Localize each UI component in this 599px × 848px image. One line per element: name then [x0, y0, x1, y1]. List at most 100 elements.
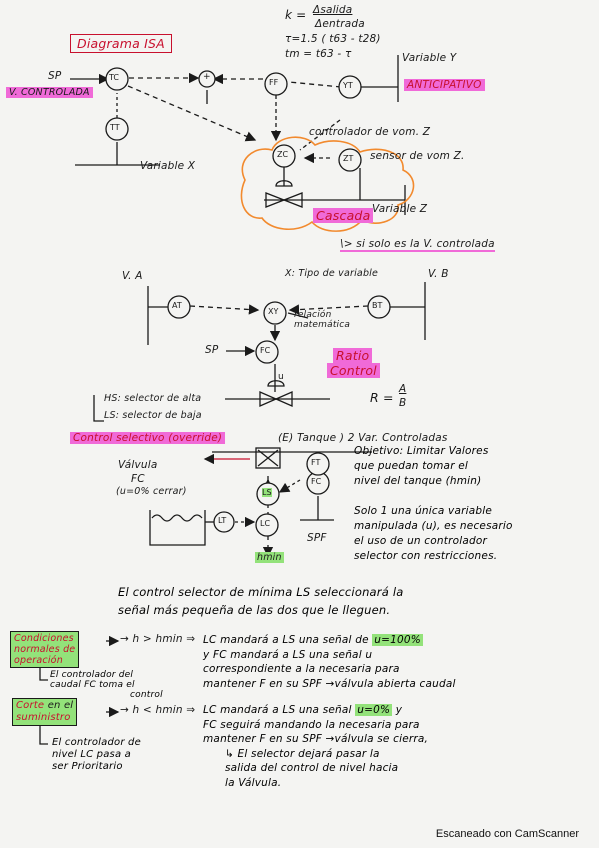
camscanner-footer: Escaneado con CamScanner	[435, 828, 579, 840]
v-controlada-label: V. CONTROLADA	[6, 87, 93, 98]
cond-note-line: caudal FC toma el	[50, 680, 135, 690]
corte-text-line: LC mandará a LS una señal	[203, 704, 352, 716]
valvula-label-2: FC	[131, 473, 145, 485]
formula-k-denominator: Δentrada	[315, 18, 365, 30]
objetivo-line	[354, 489, 513, 504]
vb-label: V. B	[428, 268, 449, 280]
override-diagram-lines	[93, 395, 372, 558]
variable-y-label: Variable Y	[402, 52, 457, 64]
tank-symbol	[149, 510, 206, 546]
isa-diagram-lines	[70, 55, 406, 215]
corte-text-line: ↳ El selector dejará pasar la	[225, 747, 380, 760]
cond-note-line: El controlador del	[50, 670, 134, 680]
corte-box-word: en el	[47, 700, 74, 711]
corte-box-word: suministro	[16, 712, 71, 723]
tt-tag: TT	[110, 123, 120, 132]
corte-text-line: mantener F en su SPF →válvula se cierra,	[203, 733, 429, 745]
cond-note-line: control	[130, 690, 163, 700]
condiciones-line: normales de	[14, 644, 76, 655]
formula-r-numerator: A	[399, 383, 407, 395]
valve-symbol-3	[255, 447, 281, 469]
objetivo-line: el uso de un controlador	[354, 535, 487, 547]
yt-tag: YT	[343, 81, 353, 90]
cascade-cloud	[240, 136, 415, 232]
bt-tag: BT	[372, 301, 383, 310]
override-subtitle: (E) Tanque ) 2 Var. Controladas	[278, 432, 448, 444]
isa-title: Diagrama ISA	[70, 34, 172, 53]
corte-box-word: Corte	[16, 700, 45, 711]
objetivo-block: Objetivo: Limitar Valores que puedan tom…	[354, 444, 513, 564]
cascada-note: \> si solo es la V. controlada	[340, 238, 495, 252]
formula-k-numerator: Δsalida	[313, 4, 353, 16]
lc-tag: LC	[260, 519, 271, 528]
ft-bubble	[306, 452, 330, 476]
va-label: V. A	[122, 270, 143, 282]
corte-note-line: El controlador de	[52, 737, 141, 748]
objetivo-line: nivel del tanque (hmin)	[354, 475, 482, 487]
condiciones-line: operación	[14, 655, 63, 666]
valvula-label-1: Válvula	[118, 459, 158, 471]
fc-tag-ratio: FC	[260, 346, 271, 355]
selector-paragraph: El control selector de mínima LS selecci…	[118, 583, 403, 619]
corte-text-line: la Válvula.	[225, 776, 282, 789]
yt-bubble	[338, 75, 362, 99]
ratio-label-2: Control	[327, 363, 380, 378]
hmin-label: hmin	[255, 552, 284, 563]
corte-text-line: salida del control de nivel hacia	[225, 762, 399, 774]
ls-note: LS: selector de baja	[104, 410, 202, 421]
at-tag: AT	[172, 301, 182, 310]
objetivo-line: manipulada (u), es necesario	[354, 520, 513, 532]
corte-note-line: ser Prioritario	[52, 761, 123, 772]
tt-bubble	[105, 117, 129, 141]
zt-bubble	[338, 148, 362, 172]
objetivo-line: selector con restricciones.	[354, 550, 498, 562]
sum-junction	[198, 70, 216, 88]
formula-k-label: k =	[285, 8, 307, 22]
fc-bubble-ratio	[255, 340, 279, 364]
cond-highlight: u=100%	[372, 634, 423, 646]
u-tag-ratio: u	[278, 372, 284, 382]
corte-text-line: FC seguirá mandando la necesaria para	[203, 718, 420, 731]
lt-bubble	[213, 511, 235, 533]
cond-expression: → h > hmin ⇒	[120, 633, 196, 645]
corte-note: El controlador de nivel LC pasa a ser Pr…	[52, 737, 141, 773]
cond-note: El controlador del caudal FC toma el con…	[50, 670, 163, 700]
ls-tag: LS	[262, 488, 272, 497]
zc-tag: ZC	[277, 150, 289, 159]
cond-text: LC mandará a LS una señal de u=100% y FC…	[203, 633, 456, 691]
corte-note-line: nivel LC pasa a	[52, 749, 131, 760]
paragraph-line: señal más pequeña de las dos que le lleg…	[118, 603, 391, 617]
formula-r-label: R =	[370, 390, 394, 405]
valvula-label-3: (u=0% cerrar)	[116, 486, 187, 497]
spf-label: SPF	[307, 532, 327, 544]
corte-expression: → h < hmin ⇒	[120, 704, 196, 716]
valve-symbol-1	[265, 180, 303, 208]
objetivo-line: Objetivo: Limitar Valores	[354, 445, 489, 457]
lt-tag: LT	[218, 516, 227, 525]
xy-tag: XY	[268, 307, 279, 316]
sum-tag: +	[203, 72, 211, 82]
fc-tag-override: FC	[311, 477, 322, 486]
condiciones-line: Condiciones	[14, 633, 74, 644]
xy-bubble	[263, 301, 287, 325]
corte-y: y	[395, 704, 403, 716]
valve-symbol-2	[259, 380, 293, 407]
ft-tag: FT	[311, 458, 321, 467]
sp-label-2: SP	[205, 344, 219, 356]
hs-note: HS: selector de alta	[104, 393, 202, 404]
objetivo-line: que puedan tomar el	[354, 460, 469, 472]
ff-tag: FF	[269, 78, 279, 87]
corte-box: Corte en el suministro	[12, 698, 78, 726]
cond-text-line: mantener F en su SPF →válvula abierta ca…	[203, 677, 456, 690]
cascada-label: Cascada	[313, 208, 374, 223]
formula-tau: τ=1.5 ( t63 - t28)	[285, 33, 381, 45]
controlador-z-label: controlador de vom. Z	[309, 126, 431, 138]
corte-text: LC mandará a LS una señal u=0% y FC segu…	[203, 703, 428, 790]
variable-x-label: Variable X	[140, 160, 196, 172]
bt-bubble	[367, 295, 391, 319]
x-tipo-variable: X: Tipo de variable	[285, 268, 379, 279]
objetivo-line: Solo 1 una única variable	[354, 505, 492, 517]
cond-text-line: y FC mandará a LS una señal u	[203, 648, 373, 661]
